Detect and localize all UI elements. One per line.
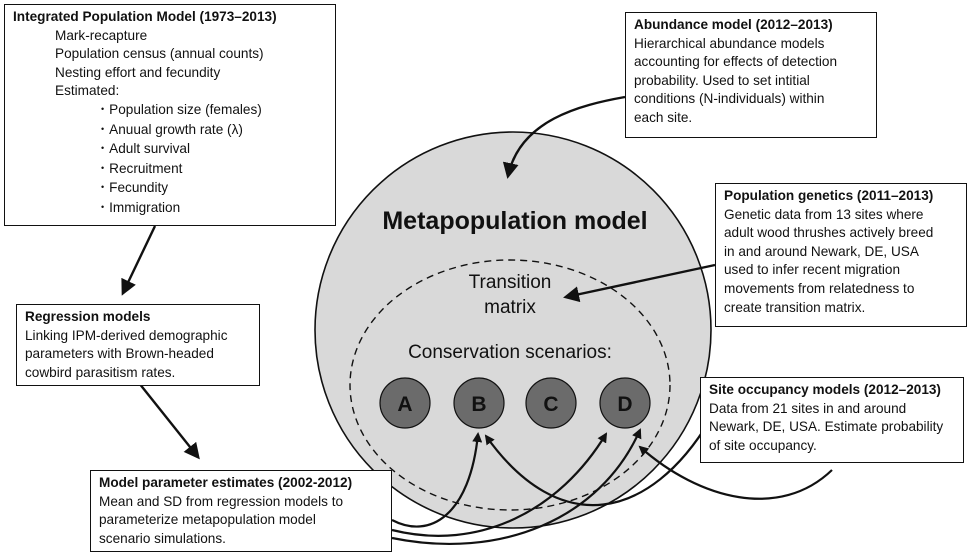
occupancy-title: Site occupancy models (2012–2013) bbox=[709, 382, 941, 397]
ipm-item: Population census (annual counts) bbox=[55, 46, 264, 62]
arrow-parameters-to-d bbox=[391, 428, 642, 545]
regression-line: parameters with Brown-headed bbox=[25, 346, 214, 362]
transition-label: Transition matrix bbox=[430, 270, 590, 320]
arrow-occupancy-to-b bbox=[484, 419, 711, 507]
abundance-line: each site. bbox=[634, 109, 693, 125]
parameters-line: parameterize metapopulation model bbox=[99, 512, 316, 528]
arrow-genetics-to-transition bbox=[563, 263, 716, 303]
arrow-ipm-to-regression bbox=[121, 225, 157, 296]
arrow-abundance-to-sphere bbox=[502, 95, 626, 179]
ipm-estimated-item: Population size (females) bbox=[13, 101, 327, 121]
scenario-circle-c: C bbox=[525, 377, 577, 429]
arrow-parameters-to-c bbox=[391, 432, 608, 537]
scenario-label-d: D bbox=[617, 393, 632, 416]
metapopulation-title: Metapopulation model bbox=[382, 207, 648, 235]
transition-line-1: Transition bbox=[468, 272, 552, 293]
regression-line: cowbird parasitism rates. bbox=[25, 364, 176, 380]
genetics-title: Population genetics (2011–2013) bbox=[724, 188, 934, 203]
ipm-item: Estimated: bbox=[55, 83, 120, 99]
occupancy-line: Data from 21 sites in and around bbox=[709, 400, 907, 416]
transition-ellipse bbox=[349, 259, 671, 511]
ipm-estimated-item: Adult survival bbox=[13, 140, 327, 160]
abundance-title: Abundance model (2012–2013) bbox=[634, 17, 833, 32]
arrow-regression-to-parameters bbox=[134, 377, 200, 460]
genetics-line: Genetic data from 13 sites where bbox=[724, 206, 924, 222]
ipm-title: Integrated Population Model (1973–2013) bbox=[13, 9, 277, 24]
ipm-box: Integrated Population Model (1973–2013) … bbox=[4, 4, 336, 226]
genetics-line: create transition matrix. bbox=[724, 299, 866, 315]
genetics-line: used to infer recent migration bbox=[724, 262, 901, 278]
abundance-line: probability. Used to set intitial bbox=[634, 72, 810, 88]
abundance-line: Hierarchical abundance models bbox=[634, 35, 825, 51]
ipm-estimated-item: Immigration bbox=[13, 199, 327, 219]
genetics-line: movements from relatedness to bbox=[724, 280, 915, 296]
scenario-circle-b: B bbox=[453, 377, 505, 429]
scenario-circle-d: D bbox=[599, 377, 651, 429]
parameters-title: Model parameter estimates (2002-2012) bbox=[99, 475, 353, 490]
scenario-circle-a: A bbox=[379, 377, 431, 429]
transition-line-2: matrix bbox=[484, 297, 536, 318]
scenario-label-a: A bbox=[397, 393, 412, 416]
scenarios-label: Conservation scenarios: bbox=[408, 342, 612, 363]
occupancy-line: Newark, DE, USA. Estimate probability bbox=[709, 419, 944, 435]
ipm-estimated-item: Fecundity bbox=[13, 179, 327, 199]
ipm-item: Mark-recapture bbox=[55, 27, 148, 43]
genetics-line: in and around Newark, DE, USA bbox=[724, 243, 919, 259]
abundance-line: conditions (N-individuals) within bbox=[634, 91, 825, 107]
abundance-line: accounting for effects of detection bbox=[634, 54, 838, 70]
regression-line: Linking IPM-derived demographic bbox=[25, 327, 228, 343]
abundance-box: Abundance model (2012–2013) Hierarchical… bbox=[625, 12, 877, 138]
parameters-line: scenario simulations. bbox=[99, 530, 226, 546]
regression-box: Regression models Linking IPM-derived de… bbox=[16, 304, 260, 386]
regression-title: Regression models bbox=[25, 309, 151, 324]
parameters-line: Mean and SD from regression models to bbox=[99, 493, 344, 509]
scenario-label-c: C bbox=[543, 393, 558, 416]
scenario-label-b: B bbox=[471, 393, 486, 416]
parameters-box: Model parameter estimates (2002-2012) Me… bbox=[90, 470, 392, 552]
ipm-item: Nesting effort and fecundity bbox=[55, 64, 221, 80]
ipm-estimated-item: Recruitment bbox=[13, 160, 327, 180]
metapopulation-sphere bbox=[314, 131, 712, 529]
ipm-estimated-item: Anuual growth rate (λ) bbox=[13, 121, 327, 141]
arrow-occupancy-to-d bbox=[638, 445, 833, 500]
genetics-line: adult wood thrushes actively breed bbox=[724, 225, 934, 241]
occupancy-line: of site occupancy. bbox=[709, 437, 817, 453]
genetics-box: Population genetics (2011–2013) Genetic … bbox=[715, 183, 967, 327]
occupancy-box: Site occupancy models (2012–2013) Data f… bbox=[700, 377, 964, 463]
arrow-parameters-to-b bbox=[391, 432, 483, 528]
